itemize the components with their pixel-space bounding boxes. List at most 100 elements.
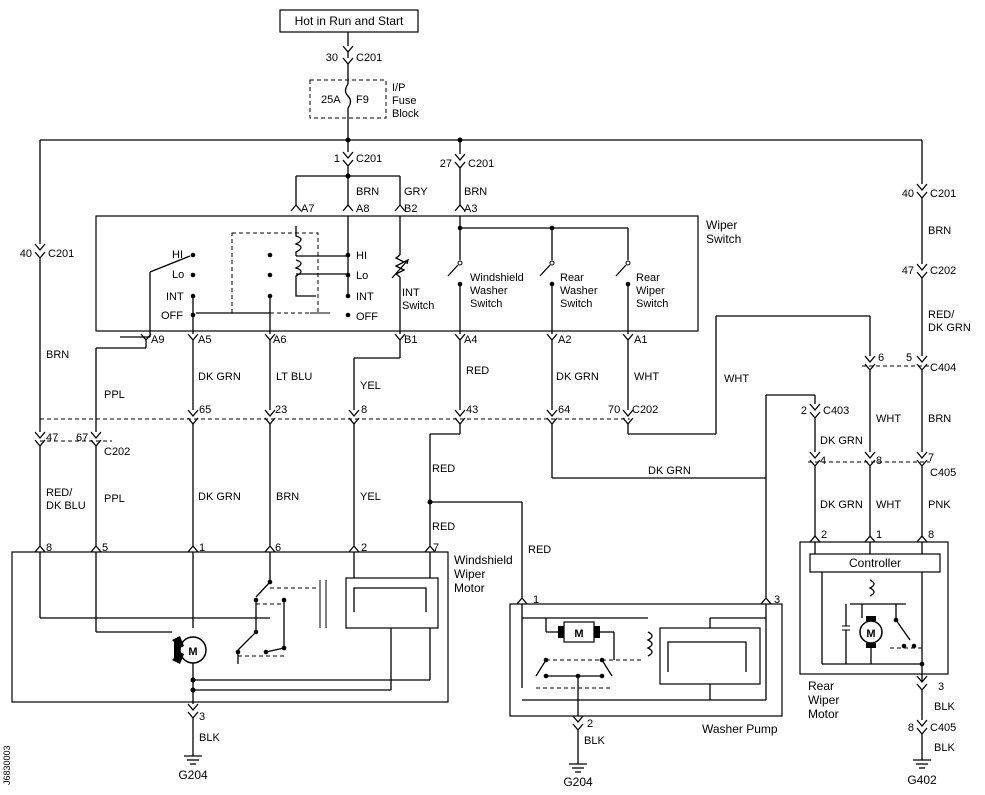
wire-blk-g204a: BLK [199, 732, 220, 744]
pin-right-c202-47: 47 [902, 265, 914, 277]
pump-ground-pin: 2 [587, 718, 593, 730]
wire-gry-b2: GRY [404, 186, 428, 198]
washer-pump-label: Washer Pump [702, 722, 778, 736]
wire-dkgrn-rear: DK GRN [820, 499, 863, 511]
wire-brn-motor: BRN [276, 491, 299, 503]
figure-code: J6830003 [2, 745, 12, 785]
pos-left-lo: Lo [172, 269, 184, 281]
pin-right-c201-40: 40 [902, 188, 914, 200]
pump-pin-3: 3 [774, 594, 780, 606]
wm-pin-7: 7 [433, 542, 439, 554]
wire-red-a4: RED [466, 365, 489, 377]
pin-c404-5: 5 [906, 352, 912, 364]
wire-wht-rear-upper: WHT [876, 413, 901, 425]
rear-ground-pin: 3 [938, 681, 944, 693]
wire-dkgrn-a5: DK GRN [198, 371, 241, 383]
pin-c202-64: 64 [558, 404, 570, 416]
connector-c201-top: C201 [356, 52, 382, 64]
pos-right-hi: HI [356, 250, 367, 262]
c201-pin30-symbol [342, 45, 354, 54]
connector-c405: C405 [930, 467, 956, 479]
pin-c202-67: 67 [76, 432, 88, 444]
pin-c201-30: 30 [326, 52, 338, 64]
pin-c202-47: 47 [46, 432, 58, 444]
pin-a5: A5 [198, 334, 211, 346]
pin-a8: A8 [356, 203, 369, 215]
pin-a6: A6 [273, 334, 286, 346]
controller-label: Controller [849, 556, 901, 570]
wire-brn-a3: BRN [464, 186, 487, 198]
wm-pin-6: 6 [275, 542, 281, 554]
wire-dkgrn-pump-label: DK GRN [648, 465, 691, 477]
connector-c201-right: C201 [930, 188, 956, 200]
rear-pin-1: 1 [876, 529, 882, 541]
speed-relay [267, 226, 348, 334]
connector-c201-27: C201 [468, 158, 494, 170]
pin-a9: A9 [151, 334, 164, 346]
wire-red-upper: RED [432, 463, 455, 475]
connector-c201-left: C201 [48, 248, 74, 260]
pos-right-off: OFF [356, 311, 378, 323]
pump-motor-m: M [574, 628, 583, 640]
c202-left-pins [34, 431, 102, 448]
wire-red-pump: RED [528, 544, 551, 556]
wire-ltblu-a6: LT BLU [276, 371, 312, 383]
connector-c201-mid: C201 [356, 153, 382, 165]
pin-c201-1: 1 [334, 153, 340, 165]
left-mode-switch [120, 252, 270, 338]
wire-yel-b1: YEL [360, 380, 381, 392]
wire-dkgrn-motor: DK GRN [198, 491, 241, 503]
wire-wht-c404: WHT [724, 373, 749, 385]
wm-pin-8: 8 [46, 542, 52, 554]
fuse-block-label: I/P Fuse Block [392, 82, 420, 120]
power-source-box [279, 9, 419, 33]
rear-motor-m: M [866, 628, 875, 640]
ground-g204b-symbol [569, 763, 587, 773]
wm-pin-2: 2 [361, 542, 367, 554]
wire-brn-left: BRN [46, 349, 69, 361]
pin-b1: B1 [404, 334, 417, 346]
pin-a4: A4 [464, 334, 477, 346]
pin-c405-7: 7 [928, 452, 934, 464]
wire-wht-rear-lower: WHT [876, 499, 901, 511]
wm-pin-1: 1 [199, 542, 205, 554]
wiper-motor-internals [39, 552, 439, 700]
int-switch-resistor [391, 216, 409, 334]
ground-g204a: G204 [178, 768, 208, 782]
pin-c201-27: 27 [440, 158, 452, 170]
wm-pin-5: 5 [102, 542, 108, 554]
pin-c202-23: 23 [275, 404, 287, 416]
connector-c403: C403 [823, 405, 849, 417]
washer-pump-internals [521, 604, 767, 716]
washer-pump-box [509, 603, 783, 717]
wire-pnk: PNK [928, 499, 951, 511]
ground-g402: G402 [907, 773, 937, 787]
ground-g402-symbol [913, 759, 931, 769]
wiper-motor-pins [34, 544, 436, 553]
wiper-motor-m: M [188, 646, 197, 658]
pin-c403-2: 2 [801, 405, 807, 417]
ground-g204a-symbol [184, 755, 202, 765]
washer-pump-pins [516, 596, 772, 605]
wire-brn-right-lower: BRN [928, 413, 951, 425]
rear-motor-pins [809, 534, 928, 543]
right-mode-switch [345, 216, 351, 318]
pin-c404-6: 6 [878, 352, 884, 364]
pin-b2: B2 [404, 203, 417, 215]
pin-c405-bottom: 8 [908, 722, 914, 734]
connector-c405-bottom: C405 [930, 722, 956, 734]
pin-c405-4: 4 [820, 455, 826, 467]
pos-right-int: INT [356, 291, 374, 303]
wire-blk-g402: BLK [934, 742, 955, 754]
wire-brn-a8: BRN [356, 186, 379, 198]
connector-c404: C404 [930, 362, 956, 374]
pos-left-off: OFF [161, 310, 183, 322]
pin-a3: A3 [464, 203, 477, 215]
